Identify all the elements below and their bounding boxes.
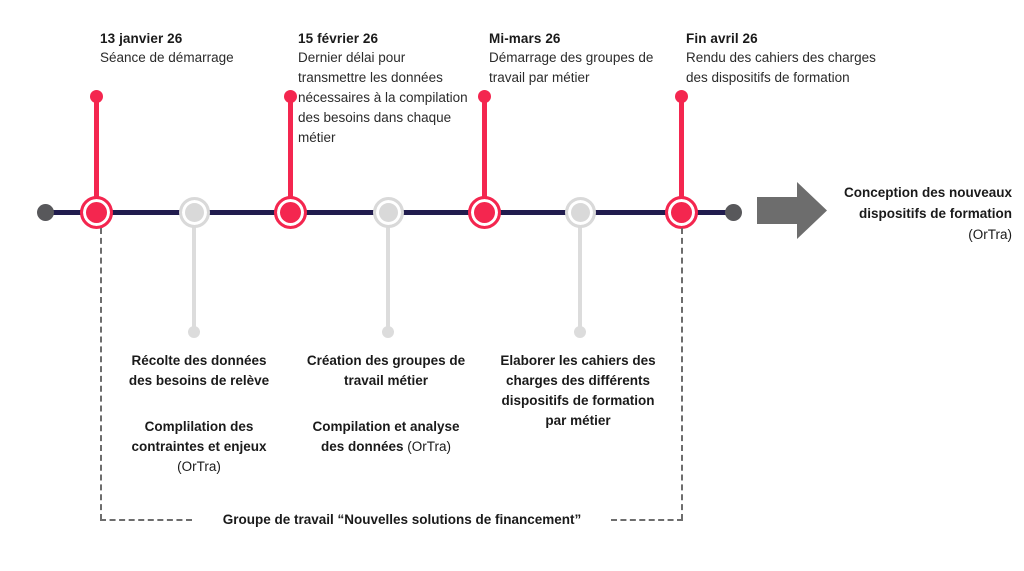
task-stem-3: [578, 215, 582, 333]
outcome-label: Conception des nouveaux dispositifs de f…: [836, 182, 1012, 245]
task-1-line-2: Complilation des contraintes et enjeux (…: [124, 417, 274, 477]
task-2-line-1: Création des groupes de travail métier: [306, 353, 466, 388]
task-block-2: Création des groupes de travail métier C…: [305, 351, 467, 457]
task-2-line-2-light: (OrTra): [407, 439, 452, 454]
milestone-description-3: Démarrage des groupes de travail par mét…: [489, 50, 654, 85]
task-1-line-2-light: (OrTra): [177, 459, 221, 474]
task-marker-1[interactable]: [179, 197, 210, 228]
timeline-end-dot: [725, 204, 742, 221]
milestone-label-1: 13 janvier 26 Séance de démarrage: [100, 29, 275, 68]
outcome-arrow-icon: [757, 182, 827, 244]
milestone-description-2: Dernier délai pour transmettre les donné…: [298, 50, 468, 145]
task-1-line-1: Récolte des données des besoins de relèv…: [128, 353, 270, 388]
milestone-stem-3: [482, 100, 487, 212]
task-block-3: Elaborer les cahiers des charges des dif…: [492, 351, 664, 431]
milestone-marker-4[interactable]: [665, 196, 698, 229]
task-2-line-2-bold: Compilation et analyse des données: [312, 419, 460, 454]
bracket-right-line: [681, 228, 683, 520]
task-stem-dot-2: [382, 326, 394, 338]
milestone-stem-dot-4: [675, 90, 688, 103]
task-marker-2[interactable]: [373, 197, 404, 228]
milestone-date-4: Fin avril 26: [686, 31, 758, 46]
task-3-line-1: Elaborer les cahiers des charges des dif…: [500, 353, 656, 428]
task-stem-1: [192, 215, 196, 333]
task-stem-dot-1: [188, 326, 200, 338]
milestone-stem-1: [94, 100, 99, 212]
task-stem-dot-3: [574, 326, 586, 338]
milestone-stem-dot-1: [90, 90, 103, 103]
milestone-stem-dot-2: [284, 90, 297, 103]
milestone-label-2: 15 février 26 Dernier délai pour transme…: [298, 29, 470, 148]
milestone-date-3: Mi-mars 26: [489, 31, 561, 46]
bracket-left-line: [100, 228, 102, 520]
milestone-marker-3[interactable]: [468, 196, 501, 229]
outcome-label-bold: Conception des nouveaux dispositifs de f…: [843, 185, 1012, 221]
milestone-marker-1[interactable]: [80, 196, 113, 229]
bracket-bottom-right-line: [611, 519, 683, 521]
task-marker-3[interactable]: [565, 197, 596, 228]
milestone-label-3: Mi-mars 26 Démarrage des groupes de trav…: [489, 29, 664, 88]
milestone-stem-4: [679, 100, 684, 212]
task-1-line-2-bold: Complilation des contraintes et enjeux: [131, 419, 267, 454]
timeline-start-dot: [37, 204, 54, 221]
milestone-description-1: Séance de démarrage: [100, 50, 234, 65]
milestone-marker-2[interactable]: [274, 196, 307, 229]
outcome-label-light: (OrTra): [968, 227, 1012, 242]
task-block-1: Récolte des données des besoins de relèv…: [124, 351, 274, 477]
milestone-label-4: Fin avril 26 Rendu des cahiers des charg…: [686, 29, 876, 88]
milestone-stem-dot-3: [478, 90, 491, 103]
task-2-line-2: Compilation et analyse des données (OrTr…: [305, 417, 467, 457]
milestone-description-4: Rendu des cahiers des charges des dispos…: [686, 50, 876, 85]
task-stem-2: [386, 215, 390, 333]
milestone-stem-2: [288, 100, 293, 212]
milestone-date-2: 15 février 26: [298, 31, 379, 46]
milestone-date-1: 13 janvier 26: [100, 31, 183, 46]
bracket-label: Groupe de travail “Nouvelles solutions d…: [222, 512, 582, 527]
bracket-bottom-left-line: [100, 519, 192, 521]
